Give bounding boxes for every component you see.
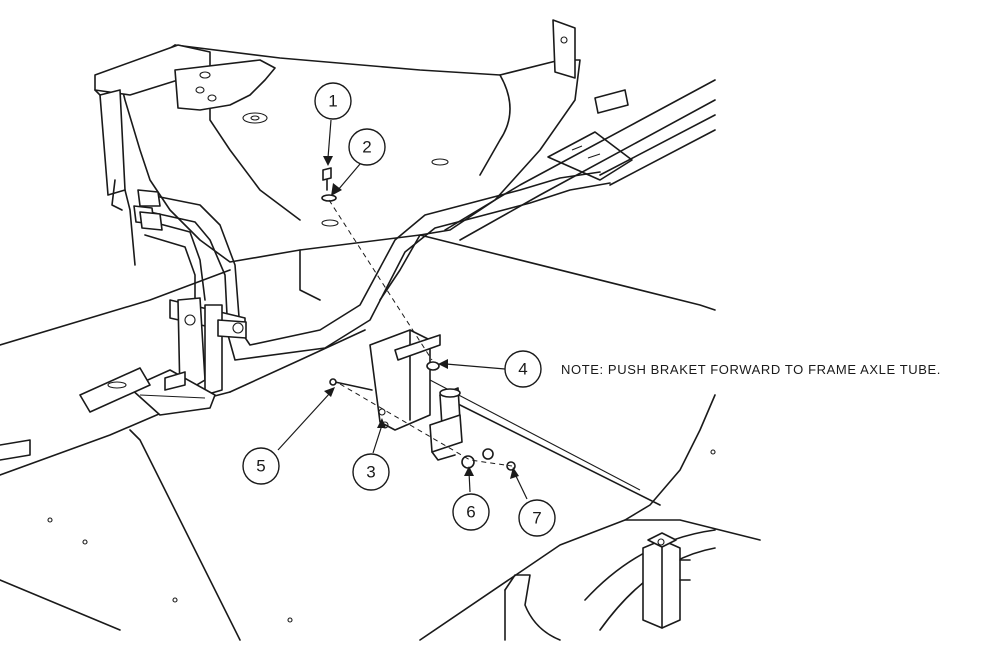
hardware [321, 167, 516, 471]
callout-5: 5 [242, 387, 335, 485]
assembly-note: NOTE: PUSH BRAKET FORWARD TO FRAME AXLE … [561, 362, 941, 377]
assembly-lines [328, 199, 513, 467]
tube-clamp [129, 297, 247, 416]
callout-3-label: 3 [366, 463, 375, 482]
callout-3: 3 [352, 418, 390, 491]
callout-6-label: 6 [466, 503, 475, 522]
left-upper-bracket [94, 44, 276, 266]
callout-2: 2 [331, 128, 386, 196]
frame-post [642, 532, 691, 629]
hydraulic-lines [111, 171, 611, 361]
callout-5-label: 5 [256, 457, 265, 476]
callout-7: 7 [510, 467, 556, 537]
callout-2-label: 2 [362, 138, 371, 157]
callout-1: 1 [314, 82, 352, 166]
blade-housing [504, 529, 716, 641]
right-top-brackets [547, 19, 633, 181]
callout-1-label: 1 [328, 92, 337, 111]
mower-deck [0, 234, 761, 641]
axle-tube [444, 79, 716, 241]
mounting-bracket [369, 329, 441, 431]
callout-7-label: 7 [532, 509, 541, 528]
slotted-tab [79, 367, 151, 413]
valve-assembly [429, 387, 463, 461]
callout-4: 4 [438, 350, 542, 388]
callout-4-label: 4 [518, 360, 527, 379]
callout-6: 6 [452, 466, 490, 531]
